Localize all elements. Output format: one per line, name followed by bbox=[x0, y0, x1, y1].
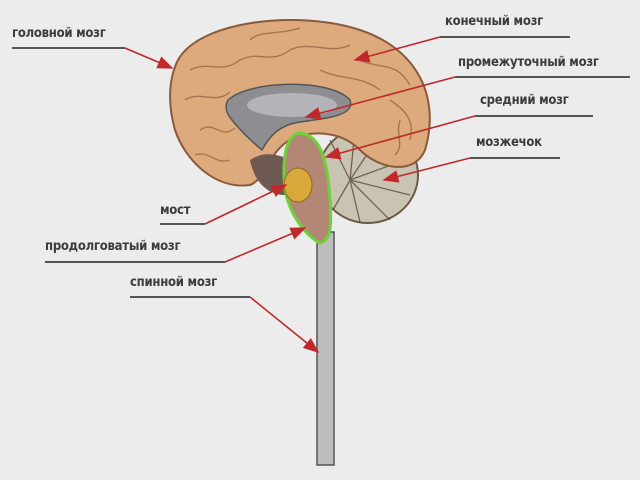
leader-pons bbox=[204, 184, 288, 225]
spinal-cord bbox=[316, 231, 335, 466]
label-spinal-cord: спинной мозг bbox=[130, 275, 217, 290]
label-telencephalon: конечный мозг bbox=[445, 14, 543, 29]
leader-medulla bbox=[224, 227, 307, 263]
label-brain: головной мозг bbox=[12, 26, 106, 41]
leader-diencephalon bbox=[304, 76, 456, 120]
label-pons: мост bbox=[160, 203, 191, 218]
label-cerebellum: мозжечок bbox=[476, 135, 542, 150]
leader-telencephalon bbox=[353, 36, 441, 63]
label-midbrain: средний мозг bbox=[480, 93, 569, 108]
pons bbox=[283, 167, 313, 203]
leader-cerebellum bbox=[382, 157, 471, 183]
label-medulla: продолговатый мозг bbox=[45, 239, 181, 254]
label-diencephalon: промежуточный мозг bbox=[458, 55, 599, 70]
leader-brain bbox=[124, 47, 174, 69]
leader-midbrain bbox=[324, 115, 476, 160]
leader-spinal-cord bbox=[249, 296, 320, 354]
